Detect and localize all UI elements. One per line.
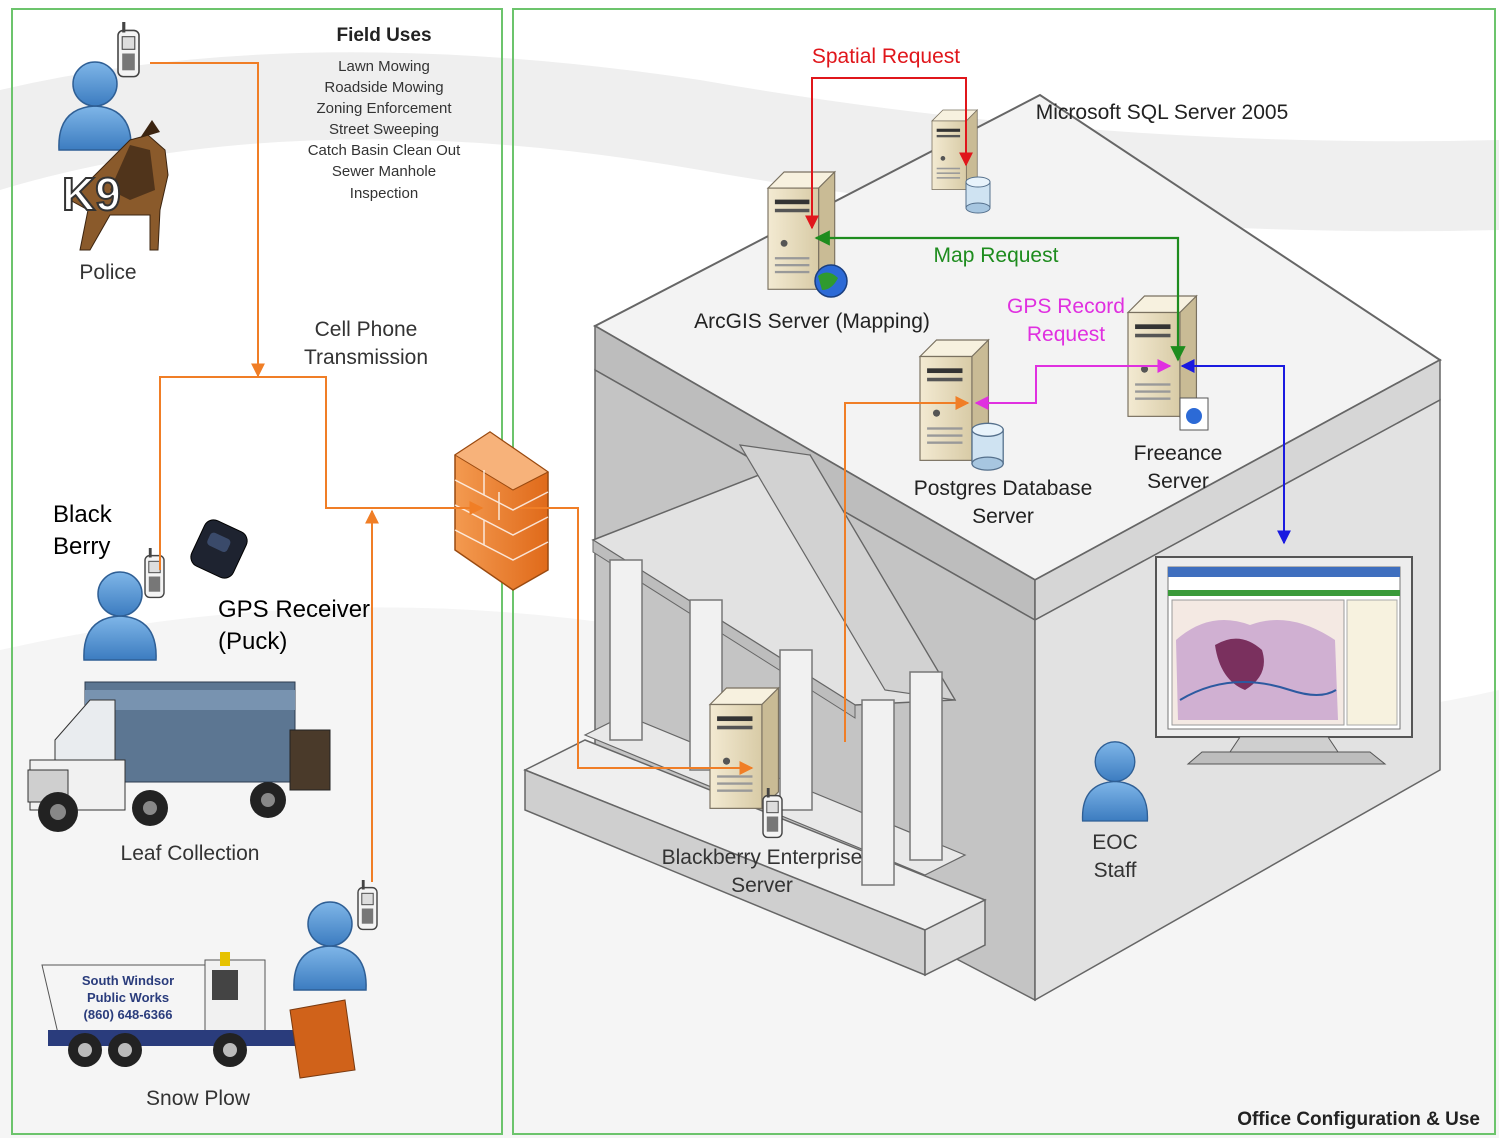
field-use-item: Zoning Enforcement (316, 100, 452, 117)
field-use-item: Street Sweeping (329, 121, 439, 138)
cell-transmission-lines (150, 62, 970, 882)
spatial-request-label: Spatial Request (812, 45, 960, 68)
leaf-collection-label: Leaf Collection (121, 842, 260, 865)
cell-transmission-label-2: Transmission (304, 346, 428, 369)
arcgis-server-label: ArcGIS Server (Mapping) (694, 310, 930, 333)
database-icon (971, 422, 1004, 471)
blackberry-server-label-2: Server (731, 874, 793, 897)
field-use-item: Inspection (350, 185, 418, 202)
k9-badge: K9 (62, 168, 121, 220)
monitor-icon (1155, 556, 1413, 765)
blackberry-server-label-1: Blackberry Enterprise (662, 846, 863, 869)
postgres-server-label-2: Server (972, 505, 1034, 528)
truck-sign-line-3: (860) 648-6366 (84, 1007, 173, 1022)
map-request-arrows (814, 230, 1186, 362)
truck-sign-line-1: South Windsor (82, 973, 174, 988)
arcgis-server-icon (767, 171, 848, 298)
cell-transmission-label-1: Cell Phone (315, 318, 418, 341)
gps-receiver-label-1: GPS Receiver (218, 596, 370, 623)
gps-record-request-label-2: Request (1027, 323, 1105, 346)
truck-sign-line-2: Public Works (87, 990, 169, 1005)
field-uses-list: Field Uses Lawn Mowing Roadside Mowing Z… (308, 25, 461, 202)
globe-icon (814, 264, 848, 298)
database-icon (965, 176, 991, 214)
snow-plow-label: Snow Plow (146, 1087, 251, 1110)
leaf-truck-icon (27, 681, 331, 832)
spatial-request-arrows (805, 77, 973, 230)
cellphone-icon (762, 787, 783, 839)
cellphone-icon (117, 21, 140, 78)
snow-plow-icon: South Windsor Public Works (860) 648-636… (41, 952, 356, 1079)
cellphone-icon (357, 879, 378, 931)
blackberry-label-1: Black (53, 501, 113, 528)
gps-puck-icon (190, 519, 248, 579)
map-request-label: Map Request (934, 244, 1059, 267)
k9-dog-icon: K9 (61, 120, 169, 251)
freeance-server-label-2: Server (1147, 470, 1209, 493)
freeance-server-icon (1127, 295, 1209, 431)
postgres-server-label-1: Postgres Database (914, 477, 1093, 500)
field-use-item: Sewer Manhole (332, 163, 436, 180)
diagram-caption: Office Configuration & Use (1237, 1109, 1480, 1130)
gps-record-request-label-1: GPS Record (1007, 295, 1125, 318)
sql-server-label: Microsoft SQL Server 2005 (1036, 101, 1289, 124)
freeance-monitor-arrows (1180, 359, 1291, 545)
field-use-item: Roadside Mowing (324, 79, 443, 96)
eoc-staff-label-1: EOC (1092, 831, 1138, 854)
freeance-server-label-1: Freeance (1134, 442, 1223, 465)
gps-record-request-arrows (974, 359, 1172, 410)
blackberry-label-2: Berry (53, 533, 110, 560)
field-use-item: Lawn Mowing (338, 58, 430, 75)
firewall-icon (454, 431, 549, 591)
field-uses-title: Field Uses (336, 25, 431, 46)
eoc-staff-label-2: Staff (1094, 859, 1137, 882)
field-use-item: Catch Basin Clean Out (308, 142, 461, 159)
police-label: Police (79, 261, 136, 284)
cellphone-icon (144, 547, 165, 599)
gps-receiver-label-2: (Puck) (218, 628, 287, 655)
